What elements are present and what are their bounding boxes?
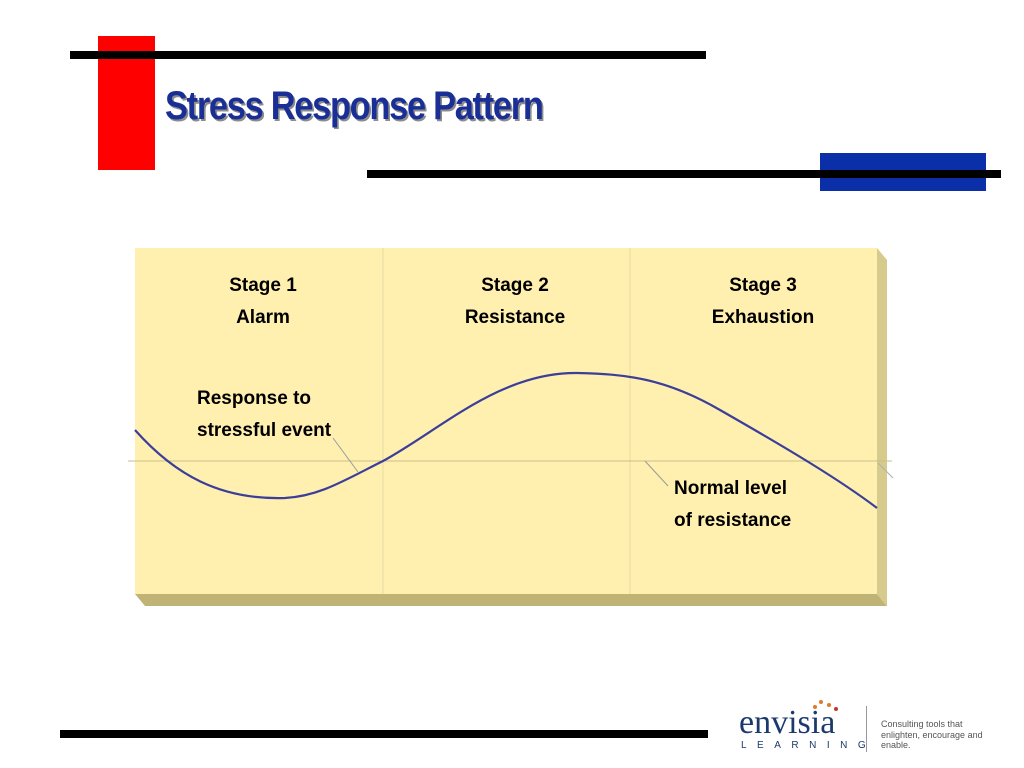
annotation-line: Response to: [197, 388, 312, 409]
stress-curve: [134, 371, 878, 509]
stage-number: Stage 3: [729, 275, 797, 296]
bottom-rule: [60, 730, 708, 738]
envisia-logo: envisia LEARNING Consulting tools that e…: [739, 700, 999, 760]
stage-name: Resistance: [464, 307, 566, 328]
edge-leader-line: [877, 462, 894, 479]
logo-tagline: enlighten, encourage and enable.: [881, 730, 983, 750]
stage-number: Stage 2: [481, 275, 549, 296]
top-rule: [70, 51, 706, 59]
annotation-line: stressful event: [197, 420, 332, 441]
annotation-line: Normal level: [674, 478, 787, 499]
logo-dot-icon: [813, 705, 817, 709]
annotation-line: of resistance: [674, 510, 792, 531]
stage-1-label: Stage 1 Alarm: [203, 270, 323, 334]
logo-wordmark: envisia: [739, 704, 836, 741]
stage-number: Stage 1: [229, 275, 297, 296]
response-leader-line: [332, 437, 359, 473]
logo-dot-icon: [819, 700, 823, 704]
mid-rule: [367, 170, 1001, 178]
stage-2-label: Stage 2 Resistance: [445, 270, 585, 334]
logo-subtext: LEARNING: [741, 740, 877, 751]
stage-name: Exhaustion: [711, 307, 815, 328]
logo-divider: [866, 706, 867, 752]
normal-level-annotation: Normal level of resistance: [674, 473, 791, 537]
logo-dot-icon: [827, 703, 831, 707]
panel-shadow-bottom: [135, 594, 887, 606]
slide-title: Stress Response Pattern: [165, 84, 544, 128]
logo-tagline: Consulting tools that: [881, 719, 963, 729]
logo-dot-icon: [834, 707, 838, 711]
diagram-panel: [135, 248, 877, 594]
response-annotation: Response to stressful event: [197, 383, 331, 447]
panel-shadow-right: [877, 248, 887, 606]
stage-name: Alarm: [236, 307, 290, 328]
normal-leader-line: [644, 460, 669, 487]
stage-3-label: Stage 3 Exhaustion: [693, 270, 833, 334]
